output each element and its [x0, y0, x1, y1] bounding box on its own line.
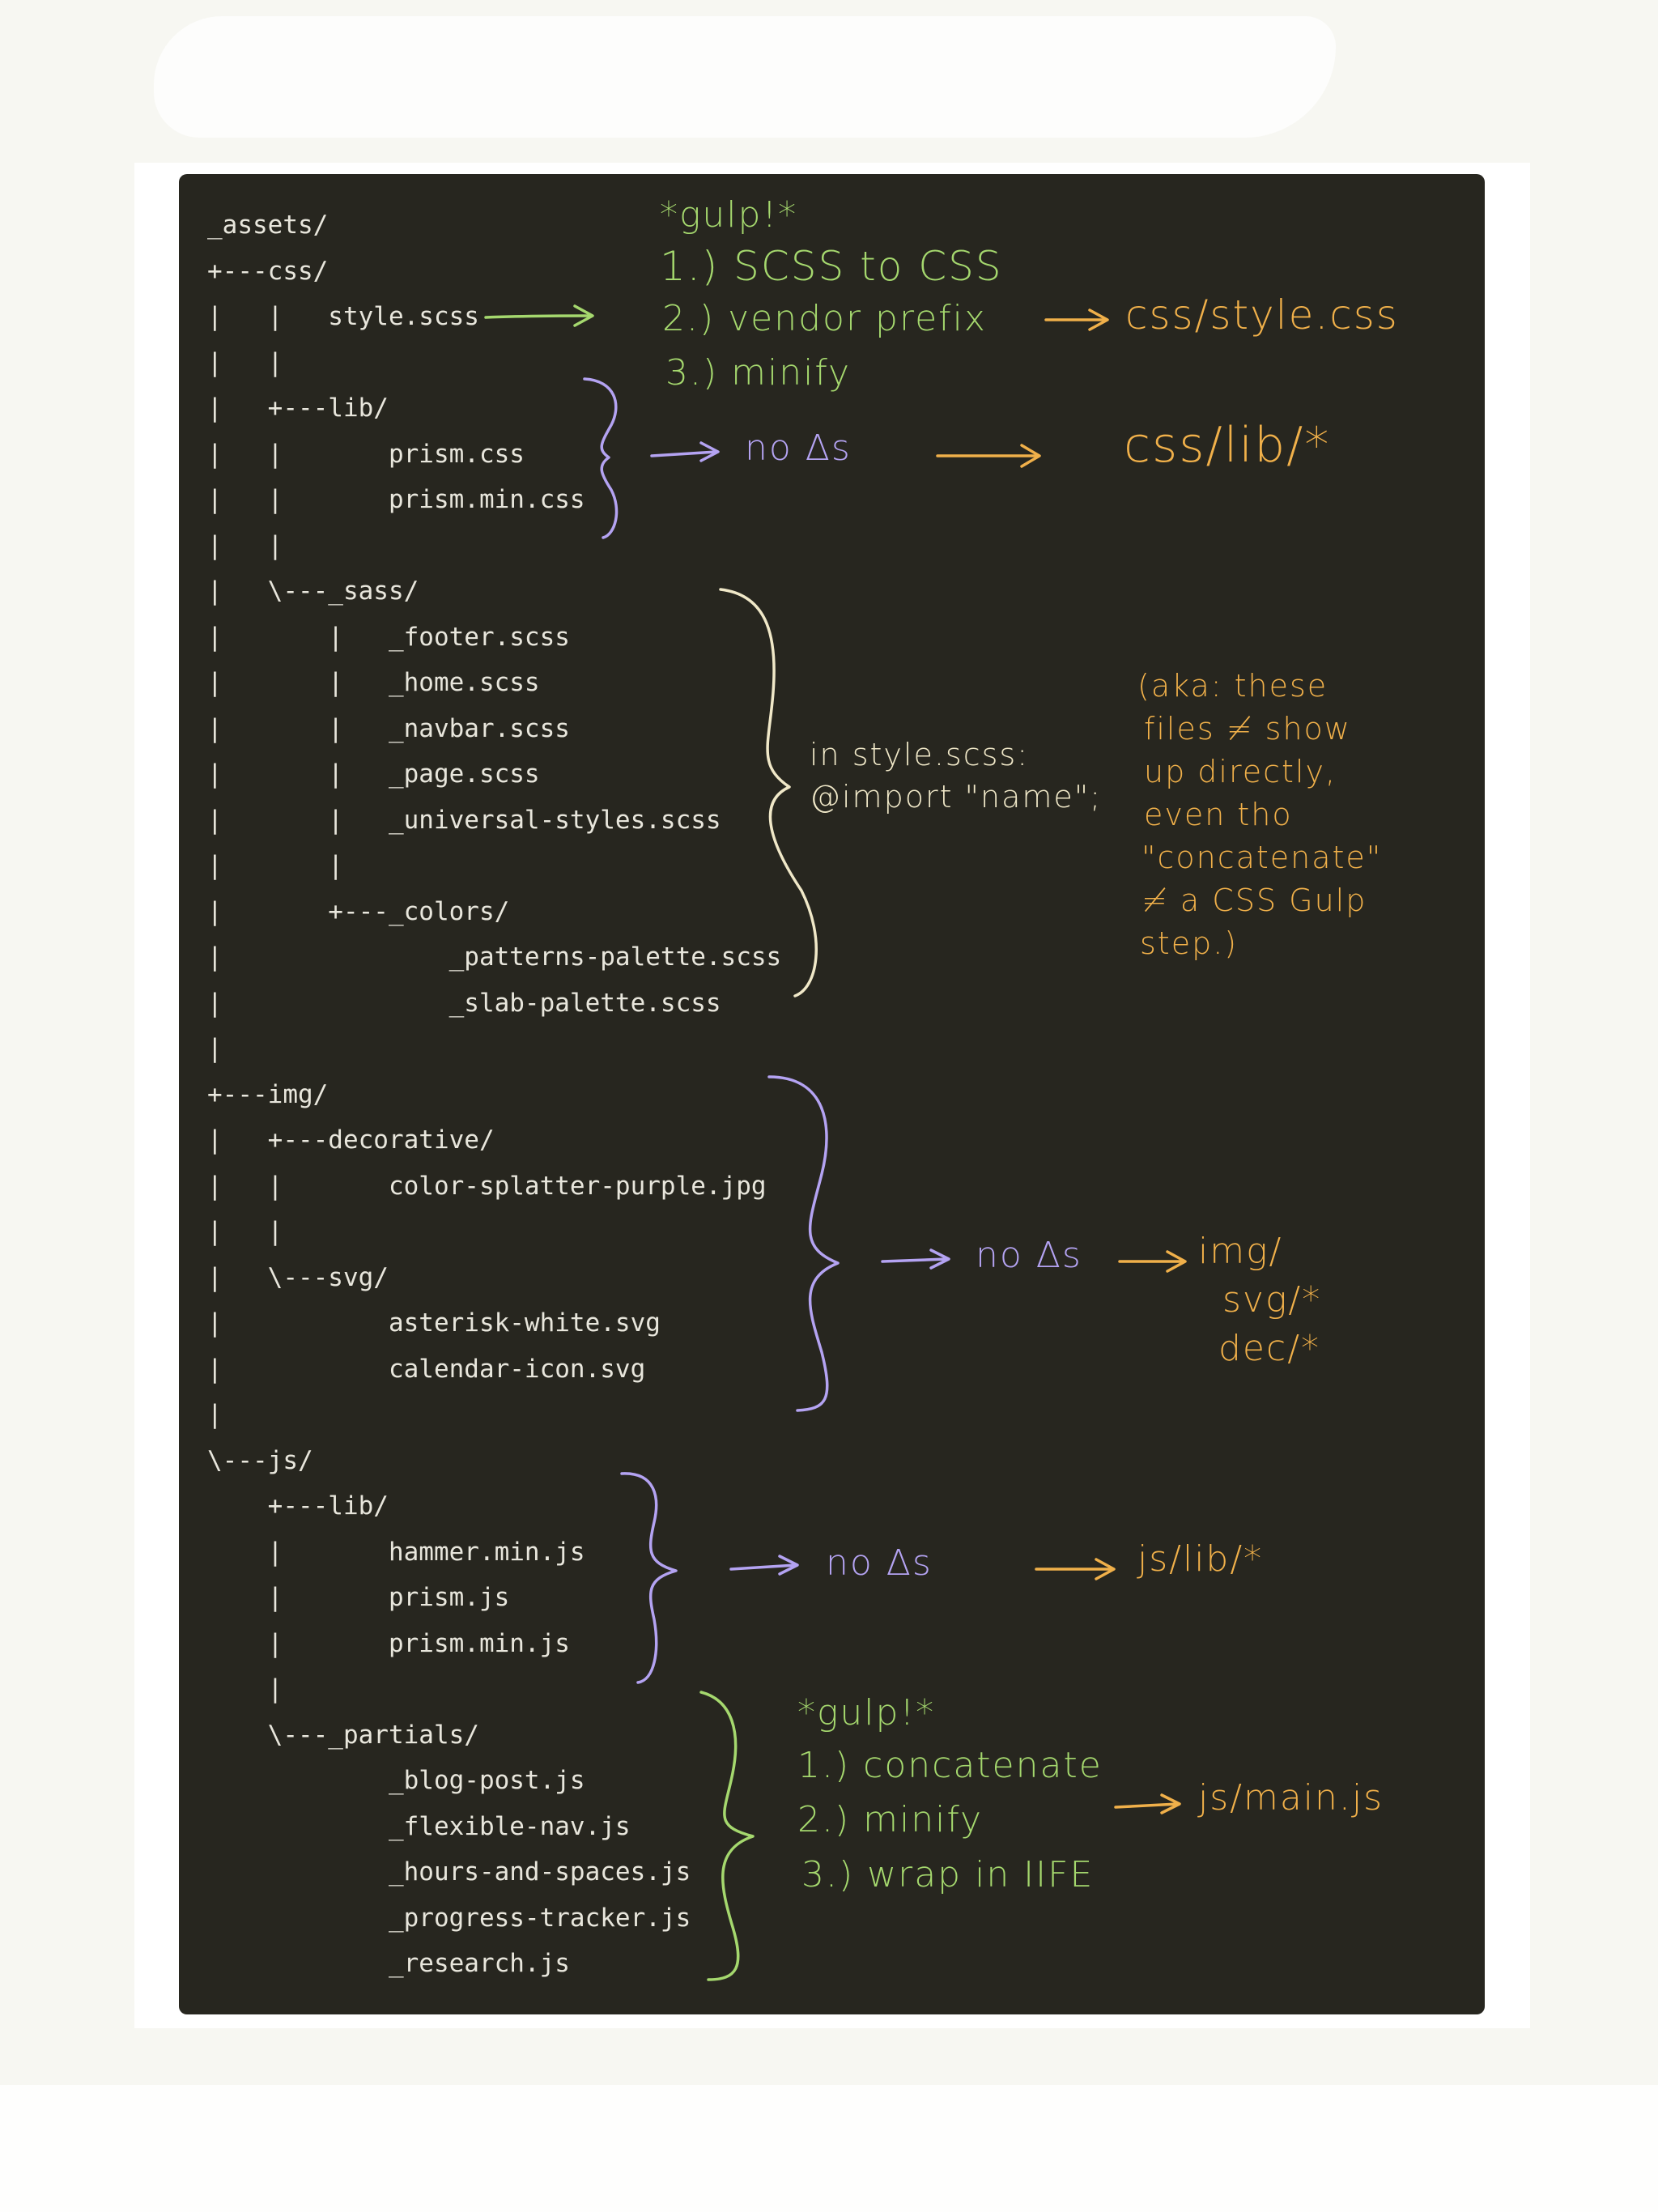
sass-aside-line-6: ≠ a CSS Gulp: [1141, 883, 1367, 918]
tree-line: | +---_colors/: [207, 896, 510, 926]
tree-line: | +---lib/: [207, 393, 389, 423]
tree-line: _assets/: [207, 211, 329, 240]
tree-line: | | _navbar.scss: [207, 713, 570, 743]
tree-line: \---js/: [207, 1445, 313, 1475]
sass-aside-line-2: files ≠ show: [1144, 711, 1351, 747]
tree-line: | prism.js: [207, 1583, 510, 1612]
tree-line: | |: [207, 530, 283, 560]
sass-aside-line-7: step.): [1140, 925, 1239, 961]
tree-line: \---_partials/: [207, 1720, 479, 1750]
directory-tree: _assets/ +---css/ | | style.scss | | | +---l…: [207, 202, 781, 1987]
tree-line: | | prism.min.css: [207, 485, 585, 514]
img-output-line-2: svg/*: [1222, 1279, 1322, 1321]
tree-line: | | color-splatter-purple.jpg: [207, 1171, 767, 1201]
tree-line: | | style.scss: [207, 302, 479, 331]
js-lib-note: no Δs: [826, 1542, 933, 1584]
js-gulp-output: js/main.js: [1198, 1777, 1384, 1819]
css-lib-output: css/lib/*: [1124, 417, 1331, 474]
tree-line: _progress-tracker.js: [207, 1903, 691, 1933]
tree-line: | | _universal-styles.scss: [207, 805, 721, 835]
tree-line: |: [207, 1034, 223, 1063]
tree-line: | | _footer.scss: [207, 622, 570, 652]
sass-aside-line-5: "concatenate": [1141, 840, 1383, 875]
tree-line: |: [207, 1400, 223, 1429]
img-output-line-3: dec/*: [1218, 1328, 1321, 1369]
tree-line: | | _home.scss: [207, 668, 540, 697]
js-gulp-step-3: 3.) wrap in IIFE: [801, 1854, 1095, 1895]
tree-line: | |: [207, 347, 283, 377]
tree-line: +---img/: [207, 1079, 329, 1109]
img-output-line-1: img/: [1198, 1231, 1283, 1272]
sass-note-line-2: @import "name";: [810, 779, 1103, 815]
tree-line: | _patterns-palette.scss: [207, 942, 782, 972]
sass-aside-line-4: even tho: [1144, 797, 1293, 832]
tree-line: |: [207, 1674, 283, 1704]
tree-line: | | _page.scss: [207, 759, 540, 789]
tree-line: | \---_sass/: [207, 576, 419, 606]
paper-scrap-bottom: [0, 2085, 1658, 2212]
paper-scrap-top: [154, 16, 1336, 138]
tree-line: | calendar-icon.svg: [207, 1354, 646, 1384]
tree-line: | _slab-palette.scss: [207, 988, 721, 1018]
css-gulp-step-2: 2.) vendor prefix: [662, 298, 987, 339]
css-gulp-title: *gulp!*: [660, 194, 798, 236]
tree-line: +---lib/: [207, 1491, 389, 1521]
tree-line: | |: [207, 851, 343, 880]
sass-aside-line-3: up directly,: [1144, 754, 1337, 789]
tree-line: | hammer.min.js: [207, 1537, 585, 1567]
tree-line: | prism.min.js: [207, 1628, 570, 1658]
tree-line: | +---decorative/: [207, 1125, 495, 1155]
js-lib-output: js/lib/*: [1137, 1538, 1264, 1580]
css-lib-note: no Δs: [745, 428, 852, 469]
js-gulp-step-1: 1.) concatenate: [797, 1745, 1103, 1786]
tree-line: | asterisk-white.svg: [207, 1308, 661, 1338]
img-note: no Δs: [976, 1235, 1082, 1276]
tree-line: +---css/: [207, 256, 329, 286]
tree-line: _flexible-nav.js: [207, 1811, 631, 1841]
css-gulp-step-3: 3.) minify: [665, 352, 852, 393]
tree-line: | | prism.css: [207, 439, 525, 469]
tree-line: _hours-and-spaces.js: [207, 1857, 691, 1887]
tree-line: _blog-post.js: [207, 1766, 585, 1795]
tree-line: | |: [207, 1217, 283, 1246]
js-gulp-step-2: 2.) minify: [797, 1799, 984, 1840]
css-gulp-step-1: 1.) SCSS to CSS: [660, 243, 1003, 290]
tree-line: | \---svg/: [207, 1262, 389, 1292]
sass-aside-line-1: (aka: these: [1137, 668, 1329, 704]
sass-note-line-1: in style.scss:: [810, 737, 1030, 772]
js-gulp-title: *gulp!*: [797, 1692, 936, 1733]
css-gulp-output: css/style.css: [1125, 291, 1399, 338]
tree-line: _research.js: [207, 1949, 570, 1978]
